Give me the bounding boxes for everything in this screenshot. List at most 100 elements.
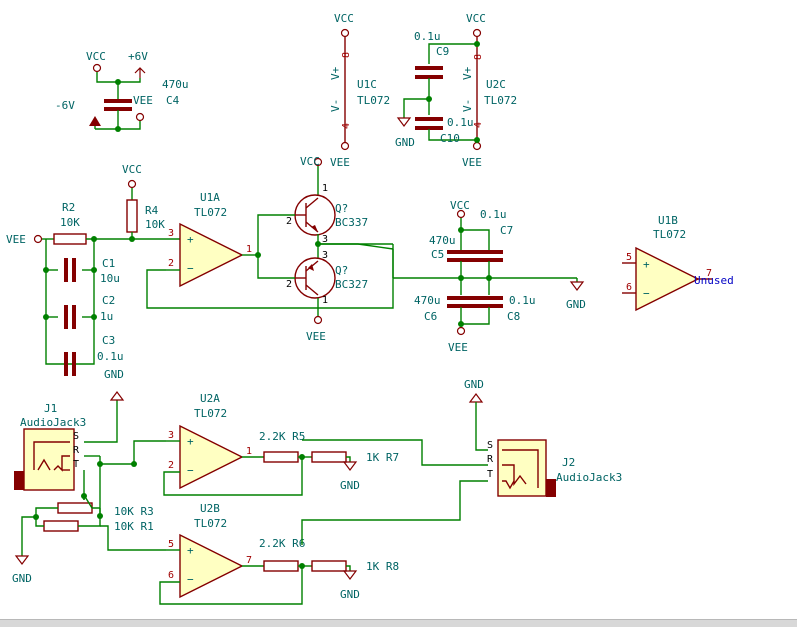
u2c-pin4: 4: [473, 122, 484, 128]
c7-value: 0.1u: [480, 208, 507, 221]
j1-ref: J1: [44, 402, 57, 415]
r2-value: 10K: [60, 216, 80, 229]
q2-pnp: VEE 2 3 1 Q? BC327: [257, 234, 368, 343]
c6-value: 470u: [414, 294, 441, 307]
u1b-pin7: 7: [706, 268, 712, 279]
j1-audio-jack: J1 AudioJack3 S R T GND: [14, 368, 166, 516]
u1c-vminus: V-: [329, 99, 342, 112]
vcc-label: VCC: [300, 155, 320, 168]
gnd-label: GND: [395, 136, 415, 149]
gnd-label: GND: [104, 368, 124, 381]
vcc-label: VCC: [122, 163, 142, 176]
vcc-label: VCC: [466, 12, 486, 25]
u1b-pin5: 5: [626, 252, 632, 263]
u1b-ref: U1B: [658, 214, 678, 227]
r4-ref: R4: [145, 204, 159, 217]
u1a-pin1: 1: [246, 244, 252, 255]
j2-t: T: [487, 469, 493, 480]
u1a-opamp: + − 3 2 1 U1A TL072: [146, 191, 394, 309]
c2-value: 1u: [100, 310, 113, 323]
r6-label: 2.2K R6: [259, 537, 305, 550]
j1-s: S: [73, 431, 79, 442]
vcc-label: VCC: [334, 12, 354, 25]
u2a-opamp: + − 3 2 1 U2A TL072 2.2K R5 1K R7 GND: [163, 392, 488, 496]
vcc-label: VCC: [86, 50, 106, 63]
r8-label: 1K R8: [366, 560, 399, 573]
c8-value: 0.1u: [509, 294, 536, 307]
u1b-value: TL072: [653, 228, 686, 241]
u2b-pin5: 5: [168, 539, 174, 550]
u2b-ref: U2B: [200, 502, 220, 515]
u2c-value: TL072: [484, 94, 517, 107]
output-caps: GND VCC VEE 470u C5 0.1u C7 470u C6 0.1u…: [315, 199, 586, 354]
r4-body: [126, 199, 138, 233]
u1b-unused-label: Unused: [694, 274, 734, 287]
c2-ref: C2: [102, 294, 115, 307]
vee-label: VEE: [133, 94, 153, 107]
plus-sign: +: [643, 258, 650, 271]
j2-ref: J2: [562, 456, 575, 469]
j2-value: AudioJack3: [556, 471, 622, 484]
c3-value: 0.1u: [97, 350, 124, 363]
u2c-power-unit: VCC VEE 8 4 V+ V- U2C TL072 0.1u C9 0.1u…: [395, 12, 517, 169]
c10-ref: C10: [440, 132, 460, 145]
u1a-value: TL072: [194, 206, 227, 219]
q1-pin3: 3: [322, 234, 328, 245]
u1a-ref: U1A: [200, 191, 220, 204]
u2c-vminus: V-: [461, 99, 474, 112]
q2-pin3: 3: [322, 250, 328, 261]
j1-value: AudioJack3: [20, 416, 86, 429]
vcc-label: VCC: [450, 199, 470, 212]
u1c-pin4: 4: [341, 123, 352, 129]
m6v-label: -6V: [55, 99, 75, 112]
r1-body: [43, 520, 79, 532]
u1a-pin3: 3: [168, 228, 174, 239]
u1c-value: TL072: [357, 94, 390, 107]
u2b-opamp: + − 5 6 7 U2B TL072 2.2K R6 1K R8 GND: [159, 480, 488, 605]
c10-value: 0.1u: [447, 116, 474, 129]
j1-t: T: [73, 459, 79, 470]
c4-power-block: VCC +6V -6V VEE 470u C4: [55, 50, 189, 132]
q1-pin2: 2: [286, 216, 292, 227]
q1-pin1: 1: [322, 183, 328, 194]
minus-sign: −: [643, 287, 650, 300]
gnd-label: GND: [340, 479, 360, 492]
c8-ref: C8: [507, 310, 520, 323]
u2a-ref: U2A: [200, 392, 220, 405]
u2c-vplus: V+: [461, 66, 474, 80]
u2a-pin3: 3: [168, 430, 174, 441]
c5-ref: C5: [431, 248, 444, 261]
u1a-pin2: 2: [168, 258, 174, 269]
c9-ref: C9: [436, 45, 449, 58]
j1-r: R: [73, 445, 80, 456]
u1c-ref: U1C: [357, 78, 377, 91]
c1-ref: C1: [102, 257, 115, 270]
q1-ref: Q?: [335, 202, 348, 215]
vee-label: VEE: [448, 341, 468, 354]
u1b-opamp: + − 5 6 7 Unused U1B TL072: [622, 214, 734, 312]
u2b-pin6: 6: [168, 570, 174, 581]
plus-sign: +: [187, 435, 194, 448]
input-network: VEE R2 10K VCC R4 10K C1 10u C2 1u: [6, 163, 180, 376]
u2b-pin7: 7: [246, 555, 252, 566]
u1b-pin6: 6: [626, 282, 632, 293]
gnd-label: GND: [464, 378, 484, 391]
u1c-vplus: V+: [329, 66, 342, 80]
j2-audio-jack: GND S R T J2 AudioJack3: [464, 378, 622, 497]
r1-label: 10K R1: [114, 520, 154, 533]
gnd-label: GND: [340, 588, 360, 601]
r5-body: [263, 451, 299, 463]
j2-r: R: [487, 454, 494, 465]
p6v-label: +6V: [128, 50, 148, 63]
r2-ref: R2: [62, 201, 75, 214]
gnd-label: GND: [566, 298, 586, 311]
plus-sign: +: [187, 544, 194, 557]
minus-sign: −: [187, 573, 194, 586]
u2b-value: TL072: [194, 517, 227, 530]
q2-pin1: 1: [322, 295, 328, 306]
vee-label: VEE: [306, 330, 326, 343]
j2-s: S: [487, 440, 493, 451]
u2a-pin2: 2: [168, 460, 174, 471]
status-bar: [0, 619, 797, 627]
